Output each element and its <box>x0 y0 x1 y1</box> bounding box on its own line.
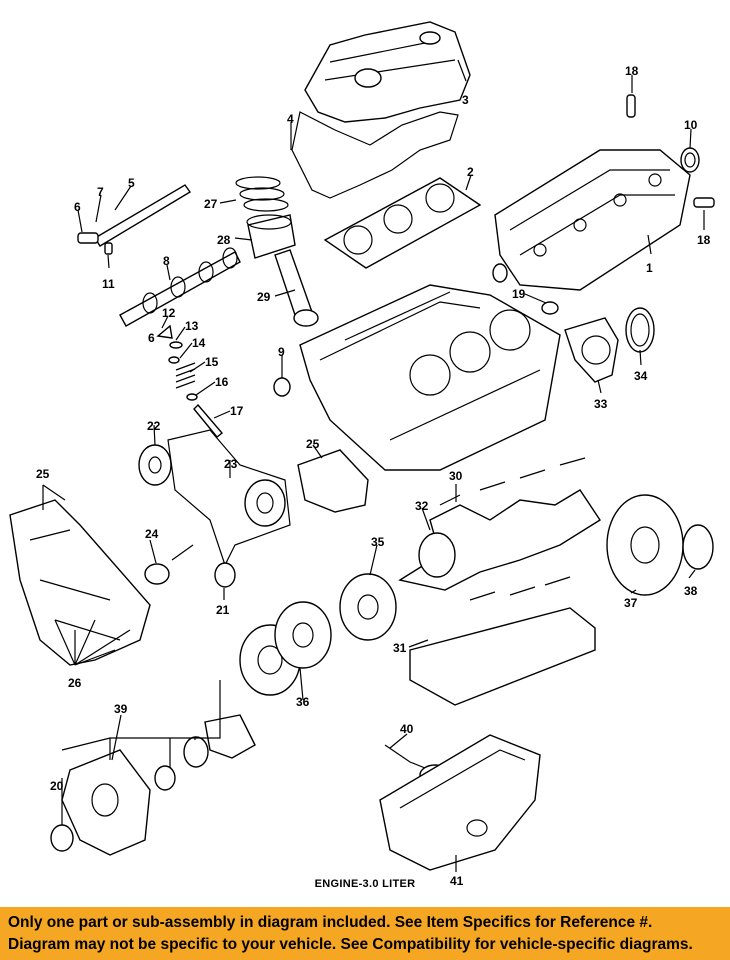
screw-11 <box>104 242 113 255</box>
piston <box>246 214 296 259</box>
callout-22: 22 <box>147 419 161 433</box>
valve-cover-gasket <box>291 111 459 199</box>
disclaimer-line-1: Only one part or sub-assembly in diagram… <box>8 914 653 931</box>
callout-1: 1 <box>646 261 653 275</box>
callout-24: 24 <box>145 527 159 541</box>
callout-9: 9 <box>278 345 285 359</box>
seal-19b <box>492 263 508 283</box>
callout-14: 14 <box>192 336 206 350</box>
crankshaft <box>398 489 601 591</box>
main-bearings <box>439 457 586 601</box>
flywheel <box>606 494 684 596</box>
callout-39: 39 <box>114 702 128 716</box>
callout-25-left: 25 <box>36 467 50 481</box>
block-plug <box>273 377 291 397</box>
callout-32: 32 <box>415 499 429 513</box>
callout-21: 21 <box>216 603 230 617</box>
callout-35: 35 <box>371 535 385 549</box>
flex-plate <box>682 524 714 570</box>
cam-sprocket-right <box>244 479 286 527</box>
oil-seal <box>680 147 700 173</box>
cam-sprocket-left <box>138 444 172 486</box>
timing-cover-mid <box>297 449 369 513</box>
callout-15: 15 <box>205 355 219 369</box>
callout-30: 30 <box>449 469 463 483</box>
plug-side <box>693 197 715 208</box>
callout-29: 29 <box>257 290 271 304</box>
callout-3: 3 <box>462 93 469 107</box>
crank-pulley-rear <box>274 601 332 669</box>
belt-tensioner <box>144 544 194 585</box>
plug-top <box>626 94 636 118</box>
callout-8: 8 <box>163 254 170 268</box>
callout-11: 11 <box>102 277 115 291</box>
callout-23: 23 <box>224 457 238 471</box>
timing-belt <box>167 429 291 567</box>
disclaimer-line-2: Diagram may not be specific to your vehi… <box>8 936 693 953</box>
callout-5: 5 <box>128 176 135 190</box>
callout-17: 17 <box>230 404 244 418</box>
pump-gears <box>154 714 256 791</box>
callout-41: 41 <box>450 874 464 888</box>
head-gasket <box>323 177 482 269</box>
engine-block <box>299 284 561 471</box>
callout-34: 34 <box>634 369 648 383</box>
valve-train <box>156 324 224 438</box>
rocker-shaft <box>77 184 192 247</box>
callout-37: 37 <box>624 596 638 610</box>
rear-main-seal <box>625 307 655 353</box>
camshaft <box>119 247 241 327</box>
callout-13: 13 <box>185 319 199 333</box>
bearing-cap-girdle <box>409 607 596 706</box>
callout-27: 27 <box>204 197 218 211</box>
disclaimer-banner: Only one part or sub-assembly in diagram… <box>0 907 730 960</box>
oil-pan <box>379 734 541 871</box>
valve-cover <box>304 21 471 123</box>
leader-lines <box>42 59 705 872</box>
callout-40: 40 <box>400 722 414 736</box>
callout-2: 2 <box>467 165 474 179</box>
callout-31: 31 <box>393 641 407 655</box>
callout-7: 7 <box>97 185 104 199</box>
callout-18-top: 18 <box>625 64 639 78</box>
callout-25-mid: 25 <box>306 437 320 451</box>
piston-rings <box>235 176 289 212</box>
crank-damper <box>339 573 397 641</box>
crank-sprocket <box>214 562 236 588</box>
callout-28: 28 <box>217 233 231 247</box>
seal-19 <box>541 301 559 315</box>
cylinder-head <box>494 149 691 291</box>
callout-33: 33 <box>594 397 608 411</box>
callout-10: 10 <box>684 118 698 132</box>
connecting-rod <box>274 249 319 327</box>
callout-16: 16 <box>215 375 229 389</box>
callout-12: 12 <box>162 306 176 320</box>
callout-26: 26 <box>68 676 82 690</box>
timing-cover-left <box>9 499 151 666</box>
callout-38: 38 <box>684 584 698 598</box>
rear-seal-retainer <box>564 317 619 383</box>
callout-36: 36 <box>296 695 310 709</box>
callout-18-side: 18 <box>697 233 711 247</box>
callout-19: 19 <box>512 287 526 301</box>
engine-exploded-diagram: 1 2 3 4 5 6 6 7 8 9 10 11 12 13 14 15 16… <box>9 21 715 888</box>
callouts: 1 2 3 4 5 6 6 7 8 9 10 11 12 13 14 15 16… <box>36 64 711 888</box>
oil-pump-seal <box>50 824 74 852</box>
callout-6-valve: 6 <box>148 331 155 345</box>
callout-4: 4 <box>287 112 294 126</box>
diagram-caption: ENGINE-3.0 LITER <box>314 878 416 890</box>
callout-20: 20 <box>50 779 64 793</box>
oil-pump <box>61 749 151 856</box>
callout-6-rocker: 6 <box>74 200 81 214</box>
